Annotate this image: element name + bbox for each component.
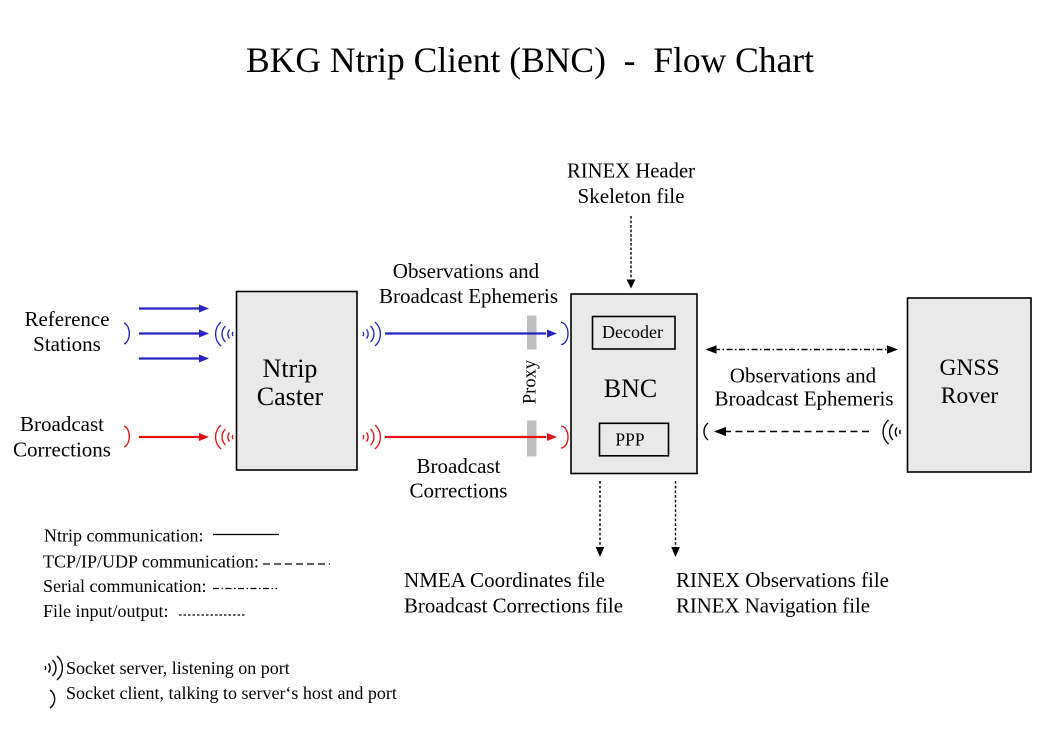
svg-text:Corrections: Corrections — [13, 438, 111, 462]
svg-text:Corrections: Corrections — [410, 478, 508, 502]
svg-text:File input/output:: File input/output: — [43, 601, 169, 621]
svg-text:BKG Ntrip Client (BNC) - Flo: BKG Ntrip Client (BNC) - Flow Chart — [246, 40, 814, 80]
svg-text:RINEX Navigation file: RINEX Navigation file — [676, 593, 870, 617]
svg-text:Serial communication:: Serial communication: — [43, 576, 206, 596]
svg-text:Ntrip communication:: Ntrip communication: — [44, 526, 203, 546]
svg-text:Caster: Caster — [257, 382, 324, 411]
svg-text:Rover: Rover — [941, 383, 999, 409]
svg-text:BNC: BNC — [604, 374, 657, 403]
svg-text:Broadcast: Broadcast — [417, 454, 501, 478]
svg-text:Proxy: Proxy — [520, 359, 540, 404]
svg-text:Stations: Stations — [33, 332, 101, 356]
svg-text:RINEX Observations file: RINEX Observations file — [676, 568, 889, 592]
svg-text:Skeleton file: Skeleton file — [578, 184, 685, 208]
svg-text:Broadcast: Broadcast — [20, 412, 104, 436]
svg-text:Observations and: Observations and — [393, 259, 540, 283]
svg-text:Broadcast Ephemeris: Broadcast Ephemeris — [379, 284, 558, 308]
svg-text:Broadcast Corrections file: Broadcast Corrections file — [404, 593, 623, 617]
svg-text:GNSS: GNSS — [939, 355, 999, 381]
svg-text:Decoder: Decoder — [602, 322, 663, 342]
svg-text:TCP/IP/UDP communication:: TCP/IP/UDP communication: — [43, 552, 259, 572]
svg-text:Observations and: Observations and — [730, 364, 877, 388]
svg-text:Socket client, talking to serv: Socket client, talking to server‘s host … — [66, 683, 397, 703]
svg-text:Reference: Reference — [24, 307, 109, 331]
svg-text:PPP: PPP — [615, 430, 644, 450]
svg-text:NMEA Coordinates file: NMEA Coordinates file — [404, 568, 605, 592]
svg-text:RINEX Header: RINEX Header — [567, 158, 695, 182]
svg-text:Socket server, listening on po: Socket server, listening on port — [66, 658, 290, 678]
svg-text:Ntrip: Ntrip — [263, 354, 318, 383]
svg-text:Broadcast Ephemeris: Broadcast Ephemeris — [714, 387, 893, 411]
